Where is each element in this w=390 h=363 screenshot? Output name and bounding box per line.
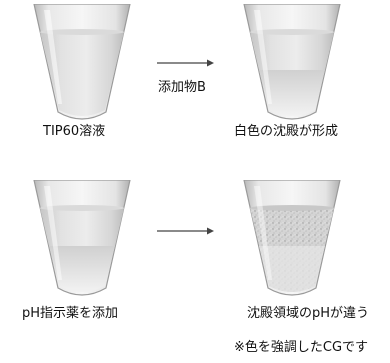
- arrow-label-additive-b: 添加物B: [158, 80, 206, 95]
- tube-precipitate-ph-difference: [242, 180, 342, 298]
- tube-white-precipitate: [242, 4, 342, 122]
- label-precipitate-ph-difference: 沈殿領域のpHが違う: [247, 306, 370, 321]
- label-tip60-solution: TIP60溶液: [43, 124, 106, 139]
- tube-ph-indicator-added: [32, 180, 132, 298]
- label-white-precipitate: 白色の沈殿が形成: [234, 124, 339, 139]
- footnote-cg-notice: ※色を強調したCGです: [234, 340, 369, 355]
- arrow-bottom: [157, 226, 215, 236]
- arrow-top: [157, 58, 215, 68]
- label-ph-indicator-added: pH指示薬を添加: [22, 306, 119, 321]
- tube-tip60-solution: [32, 4, 132, 122]
